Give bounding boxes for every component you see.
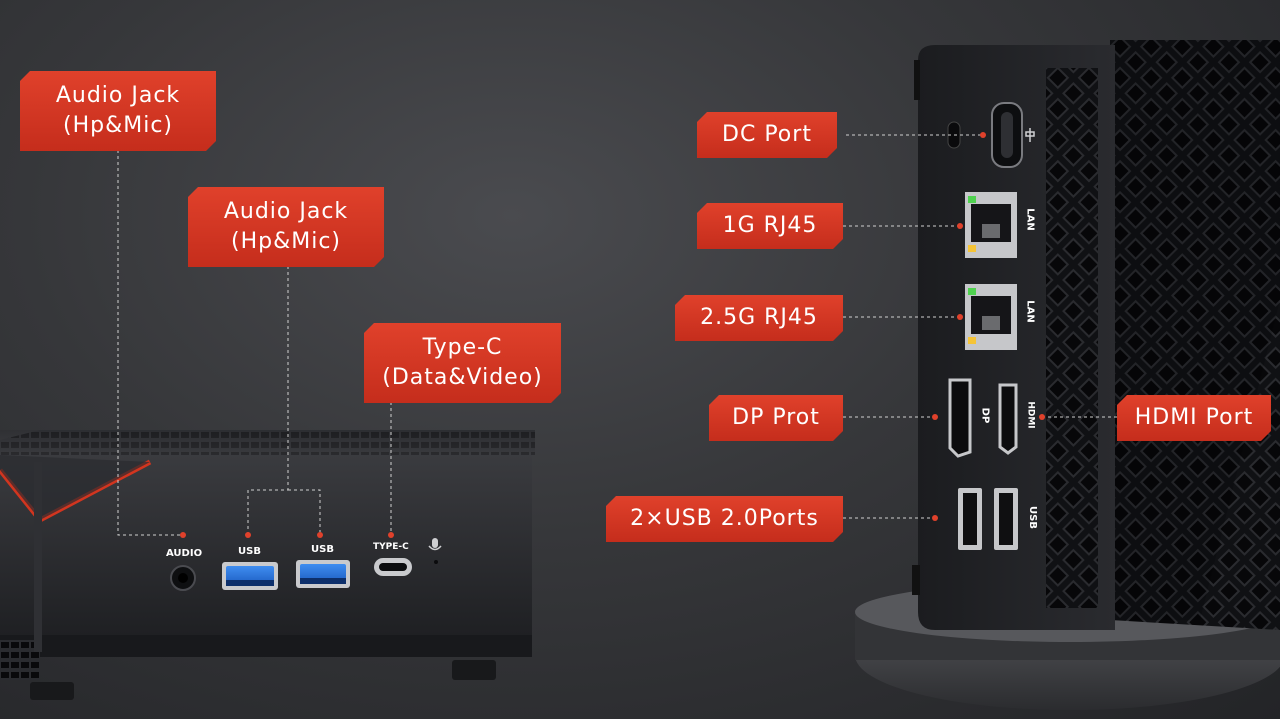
- lan-label-2: LAN: [1024, 300, 1036, 323]
- callout-1g-rj45: 1G RJ45: [697, 203, 843, 249]
- lan-port-2-icon: [965, 284, 1017, 350]
- callout-2-5g-rj45-text: 2.5G RJ45: [700, 305, 818, 330]
- callout-dp-port-text: DP Prot: [732, 405, 820, 430]
- front-usb-port-1-icon: [222, 562, 278, 590]
- callout-audio-jack-1-line2: (Hp&Mic): [62, 113, 174, 138]
- usb-port-label-2: USB: [311, 544, 334, 555]
- displayport-icon: [948, 378, 972, 458]
- microphone-icon: [432, 538, 438, 548]
- callout-audio-jack-2-line1: Audio Jack: [223, 199, 349, 224]
- callout-hdmi-port-text: HDMI Port: [1134, 405, 1254, 430]
- leader-lines-rear: [843, 134, 1117, 519]
- callout-type-c: Type-C (Data&Video): [364, 323, 561, 403]
- callout-usb2-ports: 2×USB 2.0Ports: [606, 496, 843, 542]
- callout-dp-port: DP Prot: [709, 395, 843, 441]
- lan-port-1-icon: [965, 192, 1017, 258]
- leader-lines-front: [117, 150, 392, 536]
- hdmi-port-icon: [998, 383, 1018, 455]
- callout-2-5g-rj45: 2.5G RJ45: [675, 295, 843, 341]
- lan-label-1: LAN: [1024, 208, 1036, 231]
- callout-audio-jack-2-line2: (Hp&Mic): [230, 229, 342, 254]
- callout-type-c-line2: (Data&Video): [382, 365, 543, 390]
- callout-type-c-line1: Type-C: [422, 335, 503, 360]
- callout-usb2-ports-text: 2×USB 2.0Ports: [630, 506, 819, 531]
- audio-port-label: AUDIO: [166, 548, 203, 559]
- rear-mini-pc: [855, 40, 1280, 710]
- type-c-port-label: TYPE-C: [373, 542, 409, 552]
- dp-label: DP: [979, 407, 991, 424]
- front-usb-port-2-icon: [296, 560, 350, 588]
- callout-dc-port-text: DC Port: [722, 122, 812, 147]
- callout-1g-rj45-text: 1G RJ45: [722, 213, 818, 238]
- front-mini-pc: [0, 430, 535, 700]
- usb-port-label-1: USB: [238, 546, 261, 557]
- callout-audio-jack-1: Audio Jack (Hp&Mic): [20, 71, 216, 151]
- callout-audio-jack-2: Audio Jack (Hp&Mic): [188, 187, 384, 267]
- rear-usb-label: USB: [1026, 506, 1038, 529]
- callout-dc-port: DC Port: [697, 112, 837, 158]
- power-plug-icon: [1025, 128, 1035, 142]
- callout-hdmi-port: HDMI Port: [1117, 395, 1271, 441]
- hdmi-label: HDMI: [1025, 401, 1036, 429]
- callout-audio-jack-1-line1: Audio Jack: [55, 83, 181, 108]
